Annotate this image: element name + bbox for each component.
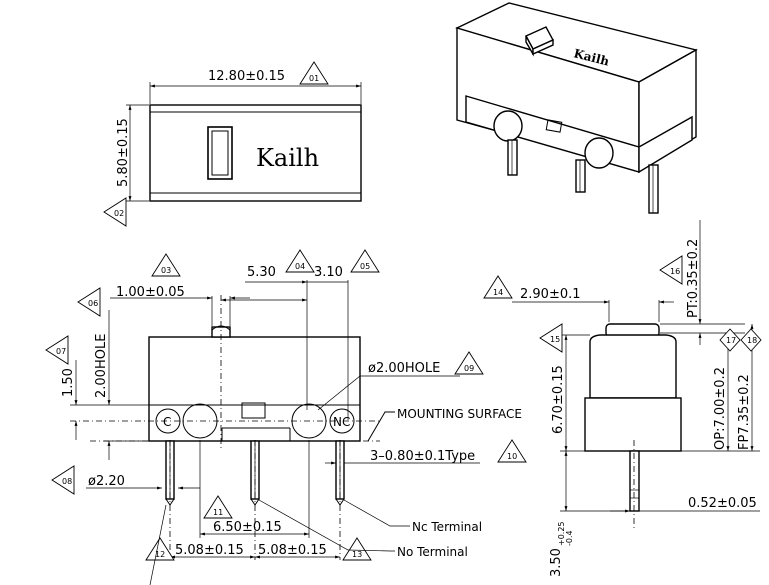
marker-08: 08 — [51, 465, 75, 495]
side-body — [589, 334, 677, 399]
svg-text:04: 04 — [295, 262, 305, 271]
marker-12: 12 — [145, 537, 175, 561]
front-view: C NC 5.30 04 3.10 — [45, 249, 527, 585]
dim-150: 1.50 — [61, 368, 76, 397]
svg-text:C: C — [163, 415, 171, 429]
svg-text:01: 01 — [309, 74, 319, 83]
svg-text:16: 16 — [670, 267, 680, 276]
marker-14: 14 — [483, 275, 513, 299]
marker-15: 15 — [539, 323, 563, 353]
iso-hole-right — [584, 137, 614, 169]
marker-03: 03 — [151, 253, 181, 277]
svg-text:11: 11 — [213, 508, 223, 517]
svg-text:12: 12 — [155, 550, 165, 559]
front-view-body — [148, 336, 361, 442]
svg-text:03: 03 — [161, 266, 171, 275]
svg-text:02: 02 — [114, 209, 124, 218]
dim-pt: PT:0.35±0.2 — [686, 239, 701, 318]
no-terminal-label: No Terminal — [397, 545, 468, 559]
dim-508-a: 5.08±0.15 — [175, 543, 244, 558]
iso-pin-1 — [507, 139, 518, 176]
iso-hole-left — [493, 110, 523, 142]
svg-text:15: 15 — [550, 335, 560, 344]
marker-18: 18 — [740, 328, 762, 352]
marker-07: 07 — [45, 335, 69, 365]
marker-01: 01 — [299, 61, 329, 85]
iso-pin-3 — [648, 164, 659, 214]
dim-530: 5.30 — [247, 265, 276, 280]
dim-100: 1.00±0.05 — [116, 285, 185, 300]
marker-04: 04 — [285, 249, 315, 273]
marker-09: 09 — [454, 351, 484, 375]
svg-text:17: 17 — [726, 336, 736, 345]
side-base — [584, 397, 682, 452]
marker-13: 13 — [342, 537, 372, 561]
svg-text:05: 05 — [360, 262, 370, 271]
dim-670: 6.70±0.15 — [551, 365, 566, 434]
svg-text:09: 09 — [464, 364, 474, 373]
marker-06: 06 — [77, 287, 101, 317]
dim-hole200: 2.00HOLE — [94, 334, 109, 398]
svg-text:18: 18 — [747, 336, 757, 345]
dim-350: 3.50 — [549, 548, 564, 577]
marker-17: 17 — [719, 328, 741, 352]
dim-290: 2.90±0.1 — [520, 287, 581, 302]
dim-310: 3.10 — [314, 265, 343, 280]
svg-text:10: 10 — [507, 452, 517, 461]
marker-10: 10 — [497, 439, 527, 463]
dim-width: 5.80±0.15 — [116, 118, 131, 187]
mounting-surface-label: MOUNTING SURFACE — [397, 407, 522, 421]
dim-pin-type: 3–0.80±0.1Type — [370, 449, 475, 464]
svg-text:14: 14 — [493, 288, 503, 297]
marker-02: 02 — [103, 197, 127, 227]
isometric-view: Kailh — [455, 2, 698, 214]
svg-text:NC: NC — [333, 415, 350, 429]
dim-length: 12.80±0.15 — [208, 69, 285, 84]
marker-05: 05 — [350, 249, 380, 273]
dim-op: OP:7.00±0.2 — [713, 367, 728, 450]
svg-text:08: 08 — [62, 477, 72, 486]
svg-text:07: 07 — [56, 347, 66, 356]
side-pin — [629, 450, 640, 512]
svg-text:06: 06 — [88, 299, 98, 308]
marker-16: 16 — [659, 255, 683, 285]
top-view-body — [149, 104, 362, 202]
iso-pin-2 — [575, 159, 586, 193]
dim-fp: FP7.35±0.2 — [737, 374, 752, 450]
dim-350-tol-hi: +0.25 — [557, 521, 566, 546]
top-view: Kailh 12.80±0.15 01 5.80±0.15 02 — [103, 61, 362, 227]
dim-052: 0.52±0.05 — [688, 496, 757, 511]
dim-650: 6.50±0.15 — [213, 520, 282, 535]
dim-pin-dia: ø2.20 — [88, 474, 125, 489]
nc-terminal-label: Nc Terminal — [412, 520, 482, 534]
svg-text:13: 13 — [352, 550, 362, 559]
side-view: 2.90±0.1 14 PT:0.35±0.2 16 6.70±0.15 15 … — [483, 220, 762, 577]
top-view-brand: Kailh — [256, 144, 319, 172]
dim-508-b: 5.08±0.15 — [258, 543, 327, 558]
dim-hole-dia: ø2.00HOLE — [368, 361, 440, 376]
dim-350-tol-lo: -0.4 — [565, 530, 574, 546]
marker-11: 11 — [203, 495, 233, 519]
top-view-actuator — [207, 126, 233, 180]
